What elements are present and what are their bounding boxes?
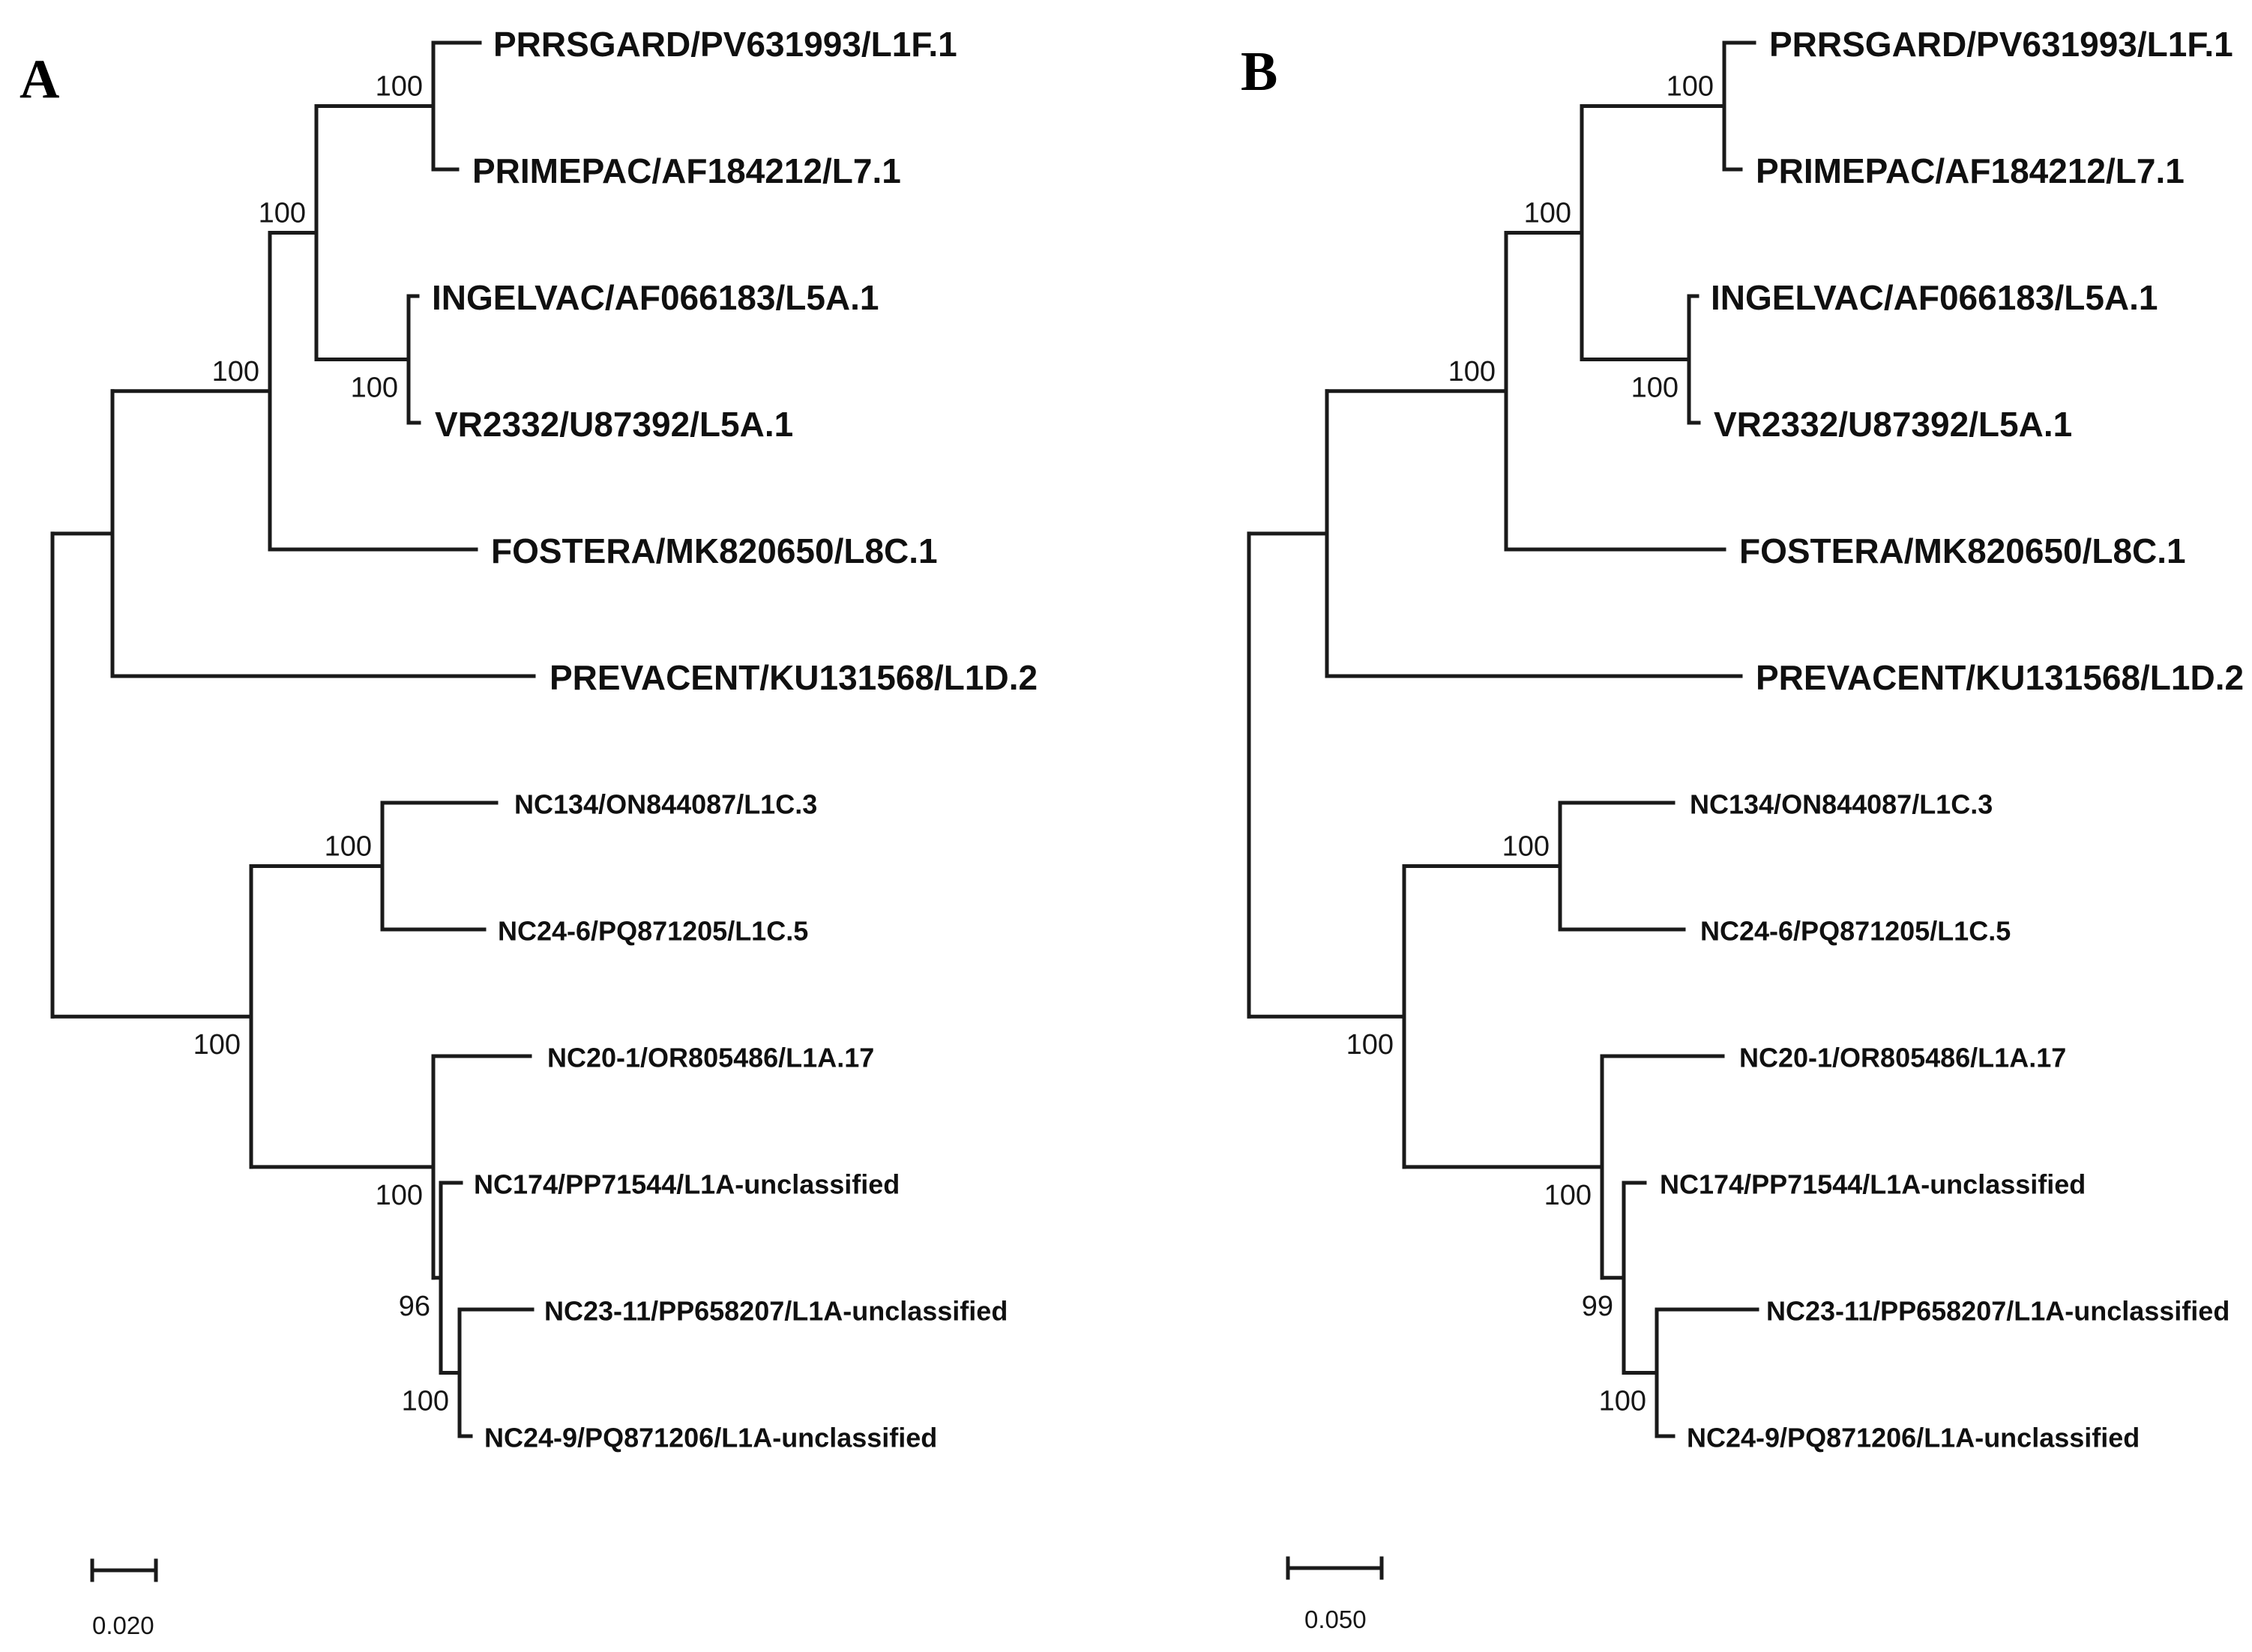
bootstrap-value: 96 (399, 1291, 430, 1322)
scale-bar-value: 0.020 (92, 1612, 154, 1639)
bootstrap-value: 100 (1448, 356, 1496, 388)
taxon-label-1-11: NC24-9/PQ871206/L1A-unclassified (1687, 1423, 2140, 1453)
taxon-label-0-2: INGELVAC/AF066183/L5A.1 (432, 278, 879, 317)
taxon-label-1-2: INGELVAC/AF066183/L5A.1 (1711, 278, 2158, 317)
bootstrap-value: 100 (1346, 1029, 1394, 1061)
bootstrap-value: 100 (212, 356, 259, 388)
taxon-label-1-10: NC23-11/PP658207/L1A-unclassified (1766, 1296, 2230, 1327)
bootstrap-value: 100 (376, 1180, 423, 1211)
taxon-label-0-3: VR2332/U87392/L5A.1 (435, 405, 793, 444)
taxon-label-0-10: NC23-11/PP658207/L1A-unclassified (544, 1296, 1008, 1327)
bootstrap-value: 100 (1502, 831, 1550, 863)
taxon-label-0-6: NC134/ON844087/L1C.3 (514, 789, 817, 820)
bootstrap-value: 100 (1667, 71, 1714, 103)
scale-bar-value: 0.050 (1304, 1606, 1367, 1633)
taxon-label-1-7: NC24-6/PQ871205/L1C.5 (1700, 916, 2011, 947)
panel-letter-B: B (1241, 41, 1277, 103)
taxon-label-0-0: PRRSGARD/PV631993/L1F.1 (493, 25, 957, 64)
taxon-label-0-4: FOSTERA/MK820650/L8C.1 (491, 531, 938, 570)
bootstrap-value: 99 (1582, 1291, 1613, 1322)
bootstrap-value: 100 (376, 71, 423, 103)
taxon-label-0-7: NC24-6/PQ871205/L1C.5 (498, 916, 808, 947)
bootstrap-value: 100 (193, 1029, 241, 1061)
taxon-label-0-1: PRIMEPAC/AF184212/L7.1 (472, 151, 901, 190)
taxon-label-1-4: FOSTERA/MK820650/L8C.1 (1739, 531, 2186, 570)
taxon-label-1-3: VR2332/U87392/L5A.1 (1714, 405, 2072, 444)
bootstrap-value: 100 (1544, 1180, 1592, 1211)
bootstrap-value: 100 (259, 198, 306, 229)
taxon-label-0-11: NC24-9/PQ871206/L1A-unclassified (484, 1423, 937, 1453)
taxon-label-1-0: PRRSGARD/PV631993/L1F.1 (1769, 25, 2233, 64)
bootstrap-value: 100 (402, 1386, 449, 1417)
bootstrap-value: 100 (1524, 198, 1571, 229)
bootstrap-value: 100 (351, 373, 398, 404)
taxon-label-1-6: NC134/ON844087/L1C.3 (1690, 789, 1993, 820)
taxon-label-0-5: PREVACENT/KU131568/L1D.2 (550, 658, 1038, 697)
taxon-label-1-8: NC20-1/OR805486/L1A.17 (1739, 1043, 2066, 1073)
bootstrap-value: 100 (325, 831, 372, 863)
taxon-label-0-9: NC174/PP71544/L1A-unclassified (474, 1169, 900, 1200)
bootstrap-value: 100 (1631, 373, 1679, 404)
panel-letter-A: A (19, 49, 59, 110)
taxon-label-1-9: NC174/PP71544/L1A-unclassified (1660, 1169, 2086, 1200)
taxon-label-0-8: NC20-1/OR805486/L1A.17 (547, 1043, 874, 1073)
taxon-label-1-1: PRIMEPAC/AF184212/L7.1 (1756, 151, 2185, 190)
taxon-label-1-5: PREVACENT/KU131568/L1D.2 (1756, 658, 2244, 697)
bootstrap-value: 100 (1599, 1386, 1646, 1417)
